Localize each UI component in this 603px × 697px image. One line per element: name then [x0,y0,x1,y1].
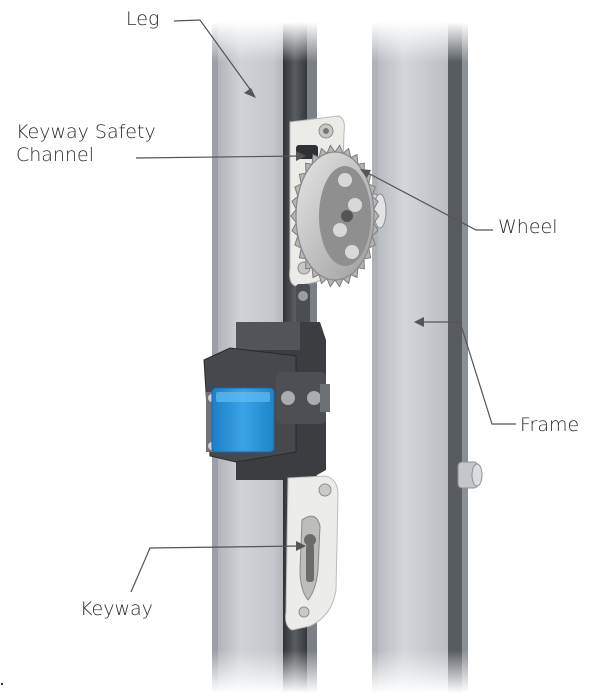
keyway-safety-channel-leader [135,151,306,161]
label-leg: Leg [126,8,160,30]
leader-lines [130,19,516,593]
linkage-pin [296,284,310,324]
keyway-leader [130,541,306,593]
frame-leader [414,317,516,425]
label-keyway-safety-channel-line1: Keyway Safety [16,121,156,143]
buckle-latch-icon [203,322,330,480]
keyway-plate [285,475,339,631]
label-keyway-safety-channel-line2: Channel [16,144,95,166]
leg-leader [173,19,256,98]
label-keyway: Keyway [80,598,153,620]
corner-dot [0,682,4,686]
wheel-leader [360,169,493,231]
gear-wheel-icon [290,144,380,288]
label-wheel: Wheel [498,216,558,238]
frame-tube [372,22,483,693]
label-frame: Frame [520,414,580,436]
label-keyway-safety-channel: Keyway Safety Channel [16,121,156,167]
